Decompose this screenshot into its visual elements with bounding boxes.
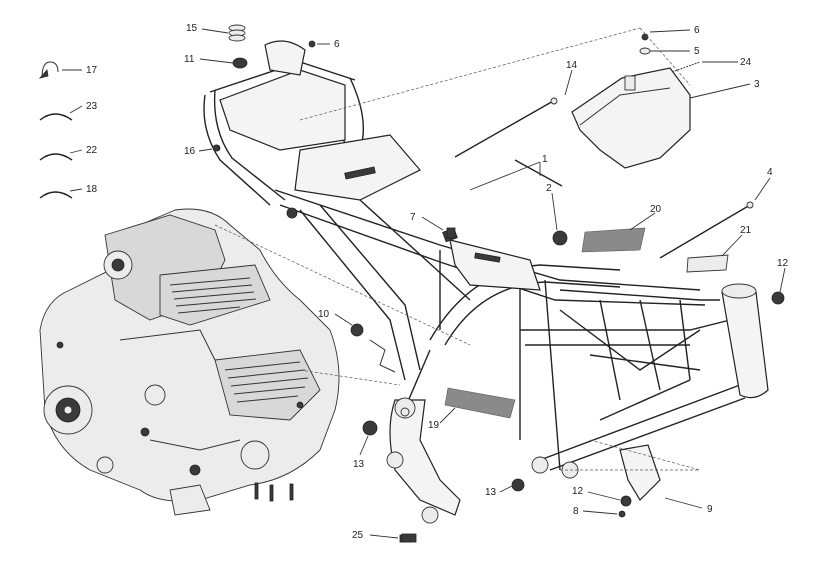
callout-6: 6 bbox=[694, 25, 700, 36]
callout-22: 22 bbox=[86, 145, 98, 156]
callout-20: 20 bbox=[650, 204, 662, 215]
alignment-lines bbox=[214, 27, 701, 471]
callout-10: 10 bbox=[318, 309, 330, 320]
callout-16: 16 bbox=[184, 146, 196, 157]
callout-18: 18 bbox=[86, 184, 98, 195]
callout-1: 1 bbox=[542, 154, 548, 165]
callout-14: 14 bbox=[566, 60, 578, 71]
callout-12: 12 bbox=[777, 258, 789, 269]
callout-5: 5 bbox=[694, 46, 700, 57]
spring-part bbox=[228, 24, 246, 42]
sticker-part bbox=[686, 254, 729, 273]
callout-6: 6 bbox=[334, 39, 340, 50]
callout-8: 8 bbox=[573, 506, 579, 517]
callout-labels: 15 6 11 16 17 23 22 18 14 6 5 24 3 1 2 4 bbox=[62, 23, 789, 541]
callout-12: 12 bbox=[572, 486, 584, 497]
rod-part bbox=[454, 99, 556, 158]
callout-24: 24 bbox=[740, 57, 752, 68]
cover-part bbox=[571, 67, 691, 169]
callout-15: 15 bbox=[186, 23, 198, 34]
engine-assembly bbox=[39, 208, 340, 516]
frame-assembly bbox=[203, 40, 785, 543]
callout-25: 25 bbox=[352, 530, 364, 541]
bushing-part bbox=[232, 57, 248, 69]
callout-23: 23 bbox=[86, 101, 98, 112]
hose-part bbox=[39, 113, 73, 121]
callout-7: 7 bbox=[410, 212, 416, 223]
hose-part bbox=[39, 153, 73, 161]
callout-21: 21 bbox=[740, 225, 752, 236]
loose-parts bbox=[38, 24, 754, 543]
callout-17: 17 bbox=[86, 65, 98, 76]
sticker-part bbox=[581, 227, 646, 253]
callout-9: 9 bbox=[707, 504, 713, 515]
callout-4: 4 bbox=[767, 167, 773, 178]
callout-2: 2 bbox=[546, 183, 552, 194]
callout-19: 19 bbox=[428, 420, 440, 431]
clamp-part bbox=[41, 61, 59, 79]
rod-part bbox=[659, 204, 751, 259]
callout-3: 3 bbox=[754, 79, 760, 90]
callout-11: 11 bbox=[184, 54, 195, 65]
callout-13: 13 bbox=[353, 459, 365, 470]
sticker-part bbox=[444, 387, 516, 419]
hose-part bbox=[39, 191, 73, 199]
callout-13: 13 bbox=[485, 487, 497, 498]
